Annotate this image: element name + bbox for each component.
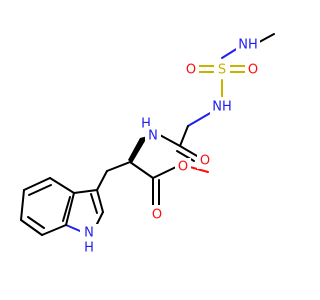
- bond-c6-c7-b: [27, 216, 45, 229]
- bond-c5-c6: [20, 189, 25, 221]
- bond-ester-c-o-single: [152, 166, 177, 179]
- structure-svg: NH S O O NH H N O O: [20, 33, 275, 256]
- atom-nh-sulfonamide: NH: [212, 100, 232, 115]
- atom-nh-methyl: NH: [238, 38, 258, 53]
- bond-nh-ch2: [187, 111, 213, 127]
- bond-nh-s: [221, 47, 239, 59]
- bond-ester-o-methyl: [189, 166, 209, 173]
- atom-sulfur: S: [218, 63, 226, 78]
- bond-c3a-c4: [49, 177, 75, 194]
- bond-carbonyl-n: [157, 133, 181, 147]
- bond-beta-c3: [96, 170, 108, 191]
- bond-c3-c2-b: [90, 193, 98, 214]
- bond-alpha-beta: [106, 161, 131, 172]
- bond-c7-c7a: [41, 224, 67, 236]
- molecule-canvas: NH S O O NH H N O O: [20, 33, 275, 256]
- bond-c3-c2-a: [96, 189, 104, 213]
- atom-oxygen-amide: O: [200, 154, 210, 169]
- bond-amide-c-o-a: [179, 145, 198, 157]
- bond-n1-c7a: [65, 224, 81, 232]
- bond-n-alpha-wedge: [128, 136, 148, 163]
- bond-c4-c5-a: [23, 177, 51, 191]
- bond-amide-c-o-b: [176, 150, 195, 162]
- bond-c7a-c3a: [65, 192, 75, 226]
- bond-c2-n1: [95, 211, 104, 227]
- atom-oxygen-sulfonyl-left: O: [186, 63, 196, 78]
- bond-c3-c3a: [73, 189, 98, 194]
- atom-oxygen-ester-carbonyl: O: [152, 208, 162, 223]
- atom-n-indole: N: [84, 226, 94, 241]
- atom-h-indole: H: [84, 241, 94, 256]
- atom-h-amide: H: [141, 117, 151, 132]
- bond-c6-c7-a: [20, 219, 43, 236]
- atom-oxygen-sulfonyl-right: O: [248, 63, 258, 78]
- bonds: [20, 33, 275, 236]
- atom-oxygen-ester: O: [178, 160, 188, 175]
- atom-n-amide: N: [148, 129, 158, 144]
- atom-labels: NH S O O NH H N O O: [80, 35, 260, 256]
- bond-c4-c5-b: [28, 184, 52, 196]
- bond-ch2-carbonyl: [179, 125, 189, 147]
- bond-alpha-ester-c: [129, 161, 154, 179]
- bond-c3a-c7a-inner: [62, 196, 71, 222]
